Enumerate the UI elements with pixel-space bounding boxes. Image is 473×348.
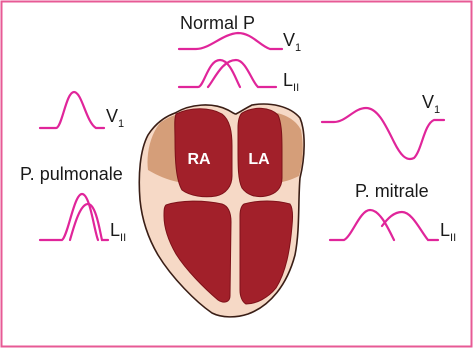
left-atrium-label: LA (248, 151, 270, 168)
mitrale-title: P. mitrale (355, 181, 429, 201)
normal-p-title: Normal P (180, 13, 255, 33)
right-atrium-label: RA (187, 151, 211, 168)
pulmonale-title: P. pulmonale (20, 164, 123, 184)
